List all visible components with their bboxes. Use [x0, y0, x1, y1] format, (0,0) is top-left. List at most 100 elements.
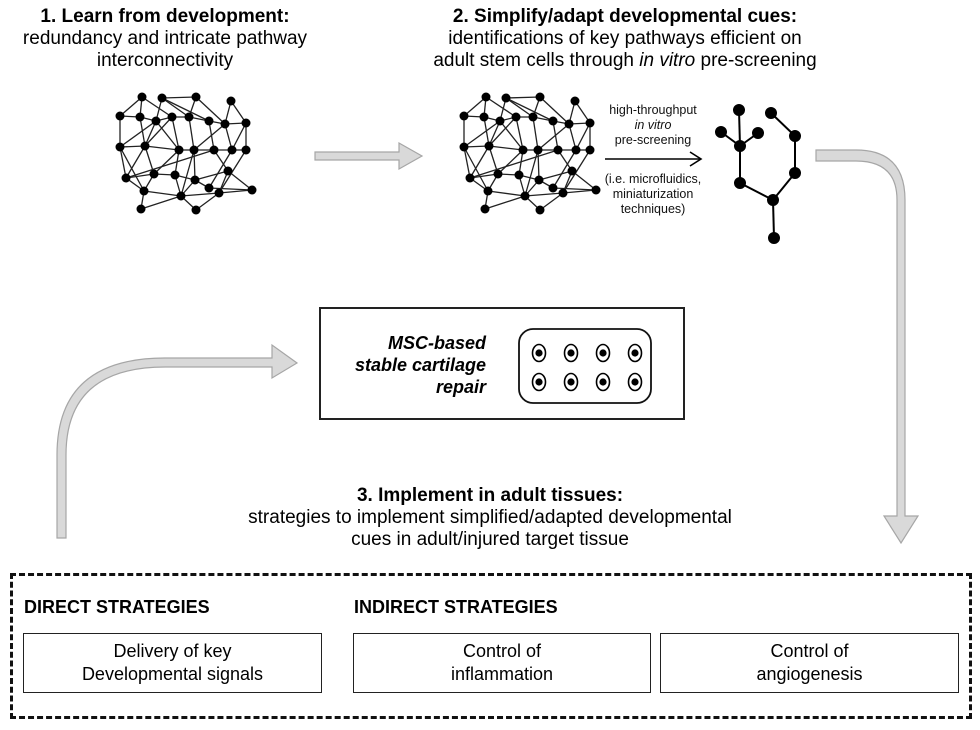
network-node [223, 166, 233, 176]
curved-arrow-up-right [56, 343, 299, 539]
network-node [170, 170, 180, 180]
complex-network-2 [459, 92, 601, 215]
network-node [115, 142, 125, 152]
screening-line1: high-throughput [609, 103, 697, 117]
network-node [480, 204, 490, 214]
strategy-line: Control of [770, 641, 849, 661]
network-edge [552, 149, 577, 189]
network-edge [571, 170, 597, 191]
network-edge [140, 195, 182, 210]
network-edge [552, 187, 597, 191]
screening-line3: pre-screening [614, 133, 692, 147]
network-node [465, 173, 475, 183]
network-node [548, 116, 558, 126]
network-edge [488, 145, 524, 151]
network-node [535, 205, 545, 215]
network-edge [119, 96, 143, 117]
msc-repair-box: MSC-based stable cartilage repair [319, 307, 685, 420]
network-edge [499, 120, 524, 151]
network-node [534, 175, 544, 185]
step3-line1: strategies to implement simplified/adapt… [248, 507, 732, 528]
network-edge [505, 97, 534, 118]
network-edge [562, 149, 591, 194]
network-edge [485, 96, 517, 118]
network-edge [195, 96, 226, 125]
network-edge [524, 192, 564, 197]
network-node [501, 93, 511, 103]
simplified-network [715, 104, 801, 244]
network-node [591, 185, 601, 195]
network-edge [125, 173, 155, 179]
network-node [558, 188, 568, 198]
strategy-box-angiogenesis: Control of angiogenesis [660, 633, 959, 693]
network-node [137, 92, 147, 102]
network-edge [515, 116, 524, 151]
msc-line2: stable cartilage [354, 355, 486, 375]
network-node [585, 118, 595, 128]
network-edge [488, 120, 501, 147]
curved-arrow-down [815, 149, 920, 545]
network-edge [193, 149, 196, 181]
network-edge [119, 120, 157, 148]
network-node [518, 145, 528, 155]
strategy-line: Delivery of key [113, 641, 232, 661]
network-node [214, 188, 224, 198]
strategy-box-delivery: Delivery of key Developmental signals [23, 633, 322, 693]
network-node [149, 169, 159, 179]
network-node [140, 141, 150, 151]
direct-strategies-label: DIRECT STRATEGIES [24, 597, 210, 617]
network-node [189, 145, 199, 155]
network-node [528, 112, 538, 122]
network-edge [161, 96, 197, 99]
network-edge [218, 149, 247, 194]
network-node [135, 112, 145, 122]
network-edge [227, 170, 253, 191]
network-node [553, 145, 563, 155]
msc-line3: repair [435, 377, 486, 397]
network-edge [487, 190, 526, 197]
network-node [459, 142, 469, 152]
complex-network-1 [115, 92, 257, 215]
strategy-line: Developmental signals [81, 664, 264, 684]
network-node [226, 96, 236, 106]
well-cell [631, 378, 639, 386]
well-cell [535, 378, 543, 386]
step1-line2: interconnectivity [96, 50, 234, 71]
network-node [564, 119, 574, 129]
network-edge [161, 97, 190, 118]
network-edge [144, 120, 157, 147]
screening-note3: techniques) [620, 202, 686, 216]
network-edge [537, 123, 570, 151]
network-node [483, 186, 493, 196]
strategy-line: angiogenesis [756, 664, 863, 684]
network-node [514, 170, 524, 180]
network-node [533, 145, 543, 155]
network-edge [575, 122, 591, 151]
network-node [495, 116, 505, 126]
network-node [570, 96, 580, 106]
step3-line2: cues in adult/injured target tissue [351, 529, 629, 550]
network-node [176, 191, 186, 201]
network-edge [208, 149, 233, 189]
network-edge [208, 187, 253, 191]
network-edge [125, 149, 215, 179]
network-node [190, 175, 200, 185]
cell-plate-icon [518, 328, 652, 404]
network-edge [463, 96, 487, 117]
step2-title: 2. Simplify/adapt developmental cues: [452, 6, 798, 27]
step3-title: 3. Implement in adult tissues: [356, 485, 624, 506]
network-node [567, 166, 577, 176]
network-node [241, 145, 251, 155]
network-edge [538, 170, 573, 181]
network-edge [193, 123, 226, 151]
well-cell [599, 378, 607, 386]
network-edge [469, 149, 559, 179]
network-edge [188, 116, 195, 151]
screening-note: (i.e. microfluidics, miniaturization tec… [596, 172, 710, 217]
well-cell [535, 349, 543, 357]
network-edge [463, 120, 501, 148]
network-node [167, 112, 177, 122]
network-node [535, 92, 545, 102]
well-cell [631, 349, 639, 357]
